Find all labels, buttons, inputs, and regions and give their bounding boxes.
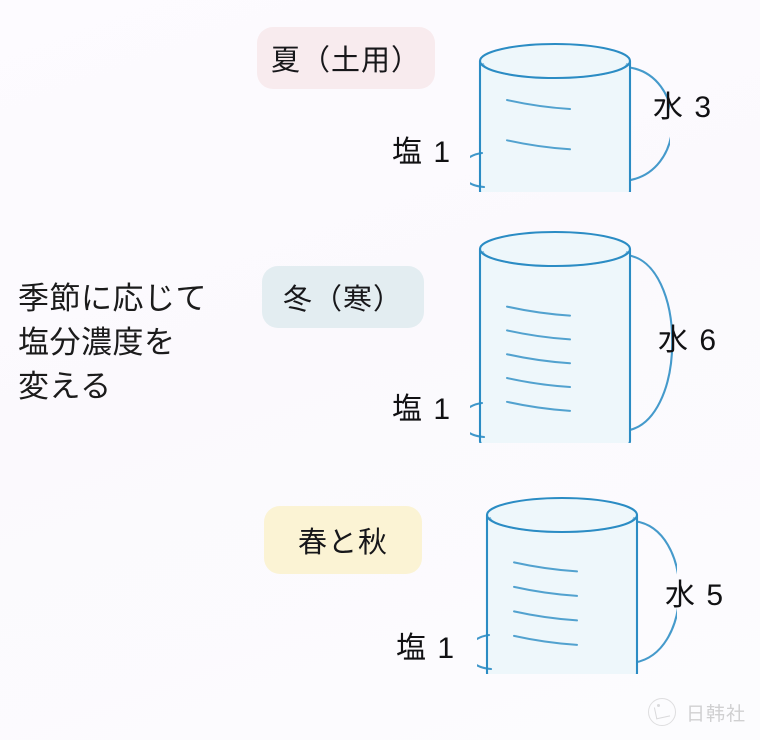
watermark-label: 日韩社 [685,702,746,725]
watermark-logo-icon [647,698,676,726]
measuring-cup-icon [467,494,681,692]
season-badge: 冬（寒） [262,266,424,328]
water-amount-label: 水 5 [665,579,725,612]
salt-amount-label: 塩 1 [396,632,456,665]
watermark: 日韩社 [647,698,746,726]
water-amount-label: 水 3 [653,91,713,124]
diagram-caption: 季節に応じて 塩分濃度を 変える [18,281,207,405]
season-badge: 夏（土用） [257,27,435,89]
measuring-cup-icon [460,228,675,460]
season-badge: 春と秋 [264,506,422,574]
salt-amount-label: 塩 1 [392,136,452,169]
measuring-cup-icon [460,40,674,210]
water-amount-label: 水 6 [658,324,718,357]
salt-amount-label: 塩 1 [392,393,452,426]
